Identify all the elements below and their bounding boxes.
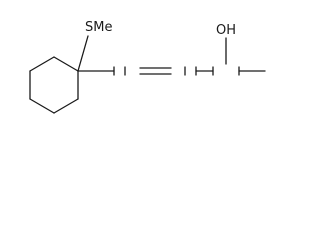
alkene-double-bond bbox=[139, 67, 172, 75]
chain-carbon-ticks bbox=[113, 66, 240, 76]
ring-bond-4 bbox=[29, 98, 55, 114]
ring-bond-2 bbox=[29, 56, 55, 72]
smethyl-label: SMe bbox=[85, 20, 112, 35]
carbon-sulfur-bond bbox=[77, 35, 89, 72]
ring-bond-1 bbox=[53, 56, 79, 72]
cyclohexane-ring bbox=[29, 56, 79, 114]
hydroxyl-label: OH bbox=[216, 23, 236, 38]
chemical-structure-diagram: SMe OH bbox=[29, 20, 266, 114]
ring-bond-5 bbox=[53, 98, 79, 114]
